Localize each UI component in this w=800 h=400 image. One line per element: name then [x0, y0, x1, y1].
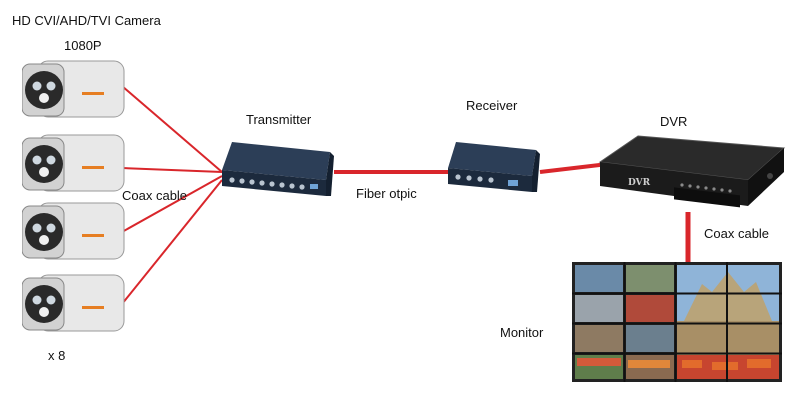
monitor-tile [575, 265, 623, 292]
dvr-brand-text: DVR [628, 178, 651, 188]
camera-2 [22, 134, 125, 192]
monitor-tile [575, 325, 623, 352]
camera-4 [22, 274, 125, 332]
receiver-dvr-line [539, 162, 609, 174]
transmitter-device [222, 142, 334, 196]
receiver-device [448, 142, 540, 192]
coax-line-camera-2 [121, 167, 223, 173]
monitor-tile [626, 295, 674, 322]
coax-line-camera-4 [121, 179, 223, 305]
monitor-tile [575, 295, 623, 322]
camera-1 [22, 60, 125, 118]
camera-count-label: x 8 [48, 348, 66, 363]
resolution-label: 1080P [64, 38, 102, 53]
camera-type-label: HD CVI/AHD/TVI Camera [12, 13, 161, 28]
fiber-optic-label: Fiber otpic [356, 186, 417, 201]
camera-3 [22, 202, 125, 260]
monitor-tile [626, 265, 674, 292]
coax-cable-left-label: Coax cable [122, 188, 188, 203]
coax-line-camera-3 [121, 175, 223, 233]
monitor-video-wall [572, 262, 782, 382]
dvr-device: DVR [598, 135, 786, 208]
receiver-label: Receiver [466, 98, 518, 113]
dvr-label: DVR [660, 114, 688, 129]
coax-cable-right-label: Coax cable [704, 226, 770, 241]
monitor-tile [626, 325, 674, 352]
monitor-label: Monitor [500, 325, 544, 340]
transmitter-label: Transmitter [246, 112, 312, 127]
coax-line-camera-1 [121, 85, 223, 173]
